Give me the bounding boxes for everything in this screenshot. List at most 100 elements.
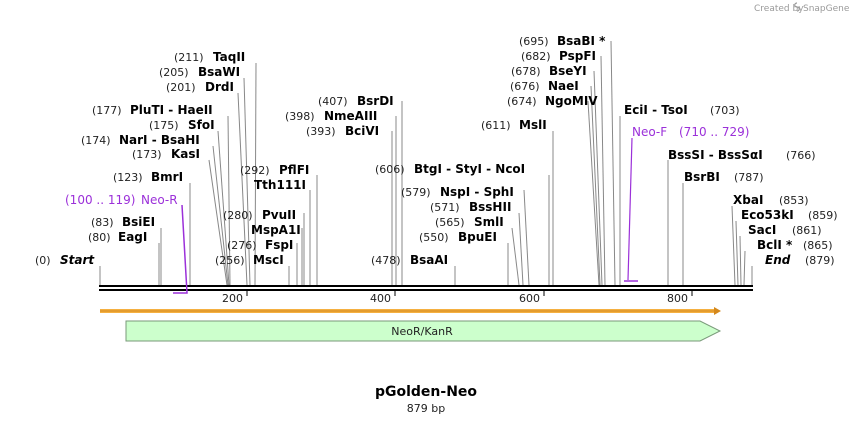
tick-label: 600 [519, 292, 540, 305]
site-label[interactable]: NgoMIV [545, 94, 598, 108]
site-position: (606) [375, 163, 405, 176]
site-label[interactable]: PspFI [559, 49, 596, 63]
end-label[interactable]: End [765, 253, 791, 267]
site-label[interactable]: NarI - BsaHI [119, 133, 200, 147]
feature-label: NeoR/KanR [391, 325, 453, 338]
primer-range-label: (710 .. 729) [679, 125, 749, 139]
site-position: (292) [240, 164, 270, 177]
site-position: (579) [401, 186, 431, 199]
site-label[interactable]: XbaI [733, 193, 763, 207]
tick-label: 400 [370, 292, 391, 305]
site-label[interactable]: BtgI - StyI - NcoI [414, 162, 525, 176]
site-position: (177) [92, 104, 122, 117]
site-label[interactable]: SmlI [474, 215, 504, 229]
site-labels: (0) Start (80) EagI (83) BsiEI (123) Bmr… [35, 34, 838, 267]
site-label[interactable]: KasI [171, 147, 200, 161]
site-label[interactable]: BciVI [345, 124, 379, 138]
primer-name-label: Neo-R [141, 193, 178, 207]
site-label[interactable]: NaeI [548, 79, 579, 93]
site-position: (550) [419, 231, 449, 244]
site-position: (123) [113, 171, 143, 184]
site-label[interactable]: Eco53kI [741, 208, 794, 222]
ruler: 200 400 600 800 [222, 291, 693, 305]
site-position: (83) [91, 216, 114, 229]
site-label[interactable]: NspI - SphI [440, 185, 514, 199]
site-position: (174) [81, 134, 111, 147]
site-position: (676) [510, 80, 540, 93]
site-position: (859) [808, 209, 838, 222]
site-label[interactable]: EciI - TsoI [624, 103, 688, 117]
site-label[interactable]: BseYI [549, 64, 587, 78]
sequence-bottom-strand [99, 289, 753, 291]
site-label[interactable]: BssSI - BssSαI [668, 148, 763, 162]
site-position: (695) [519, 35, 549, 48]
tick-label: 200 [222, 292, 243, 305]
primer-name-label: Neo-F [632, 125, 667, 139]
site-label[interactable]: PluTI - HaeII [130, 103, 213, 117]
site-label[interactable]: FspI [265, 238, 293, 252]
site-label[interactable]: TaqII [213, 50, 245, 64]
site-position: (407) [318, 95, 348, 108]
site-label[interactable]: PflFI [279, 163, 309, 177]
site-position: (280) [223, 209, 253, 222]
site-label[interactable]: MscI [253, 253, 284, 267]
site-position: (787) [734, 171, 764, 184]
site-position: (211) [174, 51, 204, 64]
tick-label: 800 [667, 292, 688, 305]
site-position: (478) [371, 254, 401, 267]
site-position: (766) [786, 149, 816, 162]
created-by-label: Created by [754, 4, 804, 14]
site-position: (678) [511, 65, 541, 78]
site-position: (256) [215, 254, 245, 267]
orf-bar[interactable] [100, 307, 721, 315]
feature-neor-kanr[interactable]: NeoR/KanR [125, 320, 722, 342]
plasmid-name: pGolden-Neo [375, 384, 477, 400]
site-position: (80) [88, 231, 111, 244]
site-label[interactable]: BmrI [151, 170, 183, 184]
site-label[interactable]: BpuEI [458, 230, 497, 244]
site-position: (682) [521, 50, 551, 63]
site-label[interactable]: BssHII [469, 200, 511, 214]
site-label[interactable]: Tth111I [254, 178, 306, 192]
site-label[interactable]: BsaAI [410, 253, 448, 267]
site-position: (398) [285, 110, 315, 123]
sequence-top-strand [99, 285, 753, 287]
primer-range-label: (100 .. 119) [65, 193, 135, 207]
site-position: (173) [132, 148, 162, 161]
site-label[interactable]: PvuII [262, 208, 296, 222]
site-position: (861) [792, 224, 822, 237]
site-label[interactable]: MspA1I [251, 223, 301, 237]
site-position: (571) [430, 201, 460, 214]
site-position: (175) [149, 119, 179, 132]
site-label[interactable]: DrdI [205, 80, 234, 94]
site-position: (703) [710, 104, 740, 117]
site-position: (565) [435, 216, 465, 229]
site-label[interactable]: MslI [519, 118, 547, 132]
site-label[interactable]: BsaWI [198, 65, 240, 79]
site-position: (276) [227, 239, 257, 252]
site-label[interactable]: SacI [748, 223, 776, 237]
site-position: (393) [306, 125, 336, 138]
site-label[interactable]: EagI [118, 230, 147, 244]
site-position: (853) [779, 194, 809, 207]
site-position: (611) [481, 119, 511, 132]
primer-neo-r[interactable]: (100 .. 119) Neo-R [65, 193, 188, 294]
site-position: (201) [166, 81, 196, 94]
site-position: (674) [507, 95, 537, 108]
plasmid-length: 879 bp [407, 402, 445, 415]
primer-neo-f[interactable]: Neo-F (710 .. 729) [624, 125, 749, 282]
site-label[interactable]: BsaBI * [557, 34, 606, 48]
site-label[interactable]: NmeAIII [324, 109, 377, 123]
site-label[interactable]: SfoI [188, 118, 215, 132]
site-label[interactable]: BsiEI [122, 215, 155, 229]
site-position: (879) [805, 254, 835, 267]
site-position: (865) [803, 239, 833, 252]
snapgene-logo-icon [794, 2, 800, 12]
site-position: (0) [35, 254, 51, 267]
site-label[interactable]: BsrDI [357, 94, 394, 108]
snapgene-brand: SnapGene [803, 4, 850, 14]
site-label[interactable]: BsrBI [684, 170, 720, 184]
start-label[interactable]: Start [60, 253, 95, 267]
site-label[interactable]: BclI * [757, 238, 793, 252]
